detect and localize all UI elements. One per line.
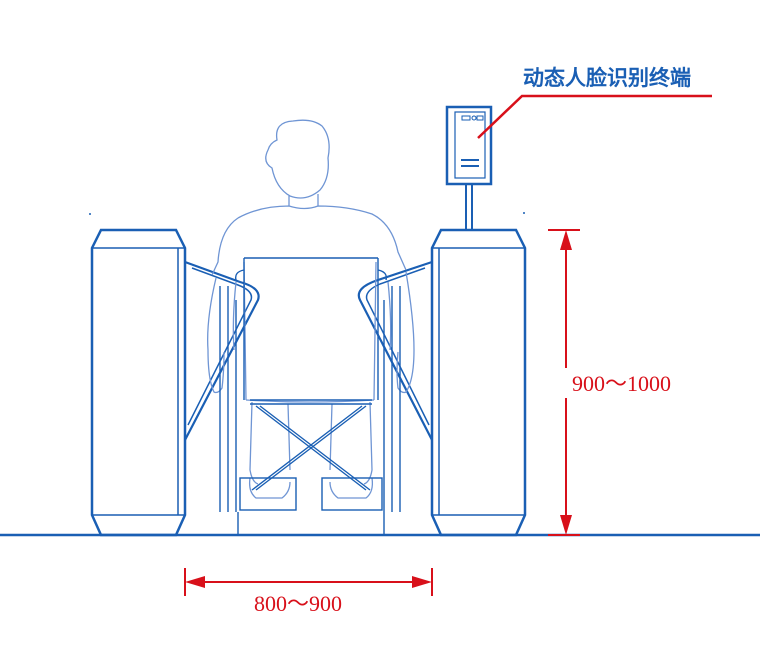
height-dimension-label: 900～1000 [572, 371, 671, 396]
left-wing-gate [184, 260, 260, 441]
wheelchair-user-figure [207, 119, 415, 499]
width-dimension: 800～900 [184, 568, 433, 616]
terminal-callout-label: 动态人脸识别终端 [523, 66, 691, 90]
left-turnstile-cabinet [90, 228, 187, 537]
reference-dot-left [89, 213, 91, 215]
height-dimension: 900～1000 [548, 229, 696, 536]
callout-leader-line [477, 94, 712, 139]
right-turnstile-cabinet [430, 228, 527, 537]
wheelchair [219, 257, 401, 535]
width-dimension-label: 800～900 [254, 591, 342, 616]
reference-dot-right [523, 212, 525, 214]
face-recognition-terminal [445, 105, 493, 230]
